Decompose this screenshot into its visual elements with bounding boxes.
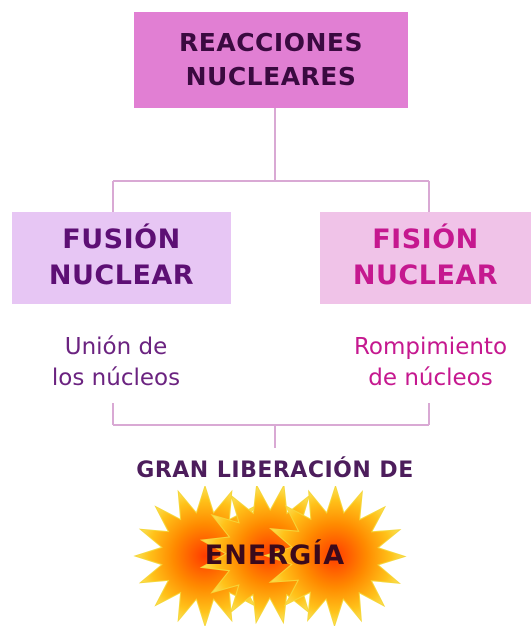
release-text: GRAN LIBERACIÓN DE xyxy=(136,458,414,483)
fision-label: FISIÓN NUCLEAR xyxy=(352,224,499,291)
title-text: REACCIONES NUCLEARES xyxy=(179,28,363,91)
fusion-box: FUSIÓN NUCLEAR xyxy=(12,212,231,304)
fision-box: FISIÓN NUCLEAR xyxy=(320,212,531,304)
burst-star-3 xyxy=(263,486,407,626)
fusion-description: Unión de los núcleos xyxy=(51,334,181,391)
energy-burst-icon xyxy=(133,486,407,626)
fusion-label: FUSIÓN NUCLEAR xyxy=(48,224,195,291)
energy-label: ENERGÍA xyxy=(204,540,346,571)
title-box: REACCIONES NUCLEARES xyxy=(134,12,408,108)
fision-description: Rompimiento de núcleos xyxy=(353,334,508,391)
